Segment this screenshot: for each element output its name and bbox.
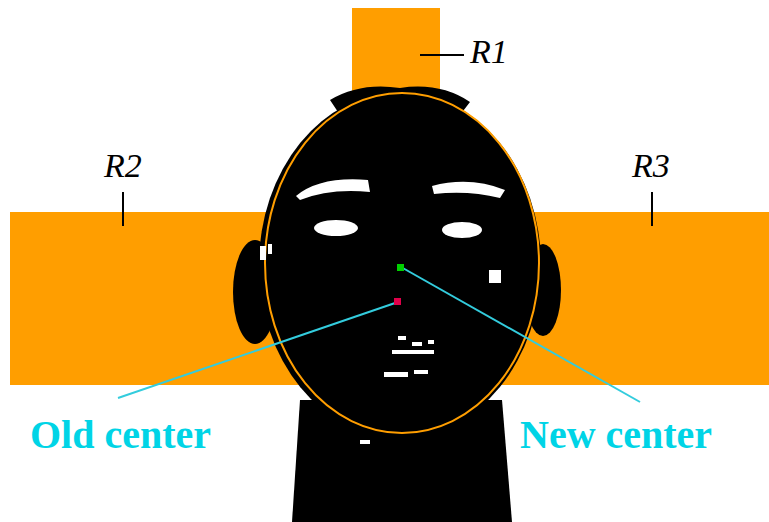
- region-label-holder: R3: [632, 148, 670, 184]
- region-label: R2: [104, 148, 142, 184]
- center-label: Old center: [30, 414, 211, 456]
- leader-line: [122, 192, 124, 226]
- region-label-holder: R1: [470, 34, 508, 70]
- center-label-holder: Old center: [30, 414, 211, 456]
- leader-line: [420, 54, 464, 56]
- center-label: New center: [520, 414, 712, 456]
- lip-highlight: [392, 350, 434, 354]
- lip-highlight: [384, 372, 408, 377]
- leader-line: [118, 302, 398, 398]
- left-eyebrow: [296, 179, 370, 200]
- leader-line: [401, 267, 640, 402]
- new-center-dot: [397, 264, 404, 271]
- hair: [330, 87, 470, 116]
- old-center-dot: [394, 298, 401, 305]
- head: [259, 92, 541, 438]
- skin-spot: [489, 270, 501, 283]
- ear-highlight: [260, 246, 266, 260]
- chin-highlight: [360, 440, 370, 444]
- region-label-holder: R2: [104, 148, 142, 184]
- lip-highlight: [414, 370, 428, 374]
- center-label-holder: New center: [520, 414, 712, 456]
- face-ellipse: [265, 93, 539, 433]
- right-eye: [442, 222, 482, 238]
- region-label: R3: [632, 148, 670, 184]
- left-eye: [314, 220, 358, 236]
- ear-highlight: [268, 244, 272, 254]
- lip-highlight: [412, 342, 422, 346]
- leader-line: [651, 192, 653, 226]
- lip-highlight: [398, 336, 406, 340]
- right-eyebrow: [432, 182, 505, 198]
- region-label: R1: [470, 34, 508, 70]
- lip-highlight: [428, 340, 434, 344]
